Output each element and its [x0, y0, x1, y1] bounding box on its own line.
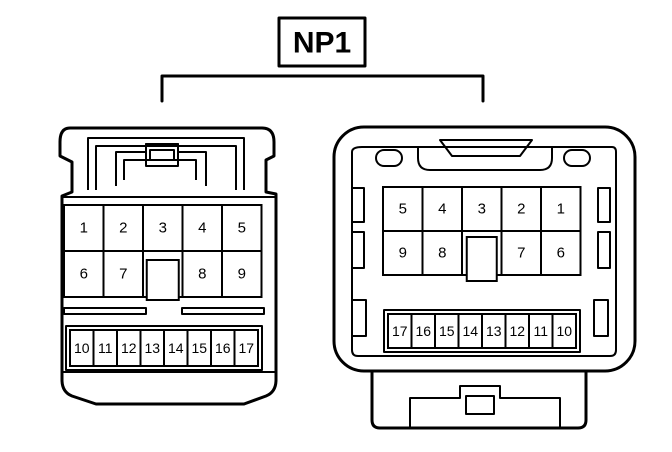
- right-pin-cell: [421, 186, 463, 232]
- left-pin-label: 7: [119, 266, 127, 283]
- right-top-latch-inner: [439, 139, 533, 157]
- left-bottom-pin-label: 11: [98, 340, 113, 356]
- left-pin-label: 8: [198, 266, 206, 283]
- left-pin-cell: [181, 250, 223, 298]
- left-divider-rail-1: [63, 307, 147, 315]
- left-latch-nub: [149, 149, 175, 160]
- right-side-slot-3: [351, 299, 367, 337]
- left-pin-label: 4: [198, 220, 206, 237]
- left-pin-label: 1: [80, 220, 88, 237]
- left-pin-label: 9: [238, 266, 246, 283]
- right-bottom-pin-label: 17: [392, 323, 408, 339]
- right-pin-grid: 5 4 3 2 1 9 8 7 6: [382, 186, 582, 282]
- left-bottom-pin-label: 16: [215, 340, 231, 356]
- right-bottom-pin-cell: [551, 313, 577, 349]
- right-bottom-pin-label: 16: [415, 323, 431, 339]
- left-key-slot: [145, 259, 180, 301]
- right-lower-lock: [370, 369, 588, 430]
- left-pin-grid: 1 2 3 4 5 6 7 8 9: [63, 204, 263, 301]
- left-latch-tab: [145, 143, 179, 167]
- right-lower-lock-inner: [409, 385, 561, 428]
- right-pin-label: 5: [399, 201, 407, 218]
- left-latch-rails: [87, 137, 245, 190]
- left-bottom-pin-label: 10: [74, 340, 90, 356]
- title-label: NP1: [293, 27, 351, 60]
- left-bottom-pin-label: 14: [168, 340, 184, 356]
- right-side-slot-1: [351, 187, 365, 223]
- left-pin-cell: [63, 250, 105, 298]
- right-pin-label: 9: [399, 245, 407, 262]
- left-pin-label: 2: [119, 220, 127, 237]
- right-lower-lock-tab: [465, 395, 495, 415]
- right-side-slot-2: [351, 231, 365, 269]
- right-inner-frame: [351, 146, 617, 357]
- right-pin-cell: [382, 230, 424, 276]
- left-bottom-pin-label: 12: [121, 340, 137, 356]
- right-bottom-pin-label: 14: [462, 323, 478, 339]
- left-bottom-pin-label: 17: [238, 340, 254, 356]
- left-bottom-frame: [65, 325, 263, 371]
- right-bottom-pin-label: 13: [486, 323, 502, 339]
- right-side-slot-5: [597, 231, 611, 269]
- left-pin-cell: [221, 204, 263, 252]
- right-connector-housing: [332, 125, 637, 373]
- right-top-latch: [417, 147, 553, 171]
- left-cavity-top: [62, 196, 276, 198]
- left-divider-rail-2: [181, 307, 265, 315]
- right-bottom-pin-label: 15: [439, 323, 455, 339]
- right-bottom-pin-label: 12: [509, 323, 525, 339]
- left-bottom-row: 10 11 12 13 14 15 16 17: [65, 325, 263, 371]
- right-bottom-row: 17 16 15 14 13 12 11 10: [383, 309, 581, 353]
- left-pin-cell: [102, 250, 144, 298]
- right-pin-cell: [540, 230, 582, 276]
- right-pin-cell: [540, 186, 582, 232]
- left-pin-label: 3: [159, 220, 167, 237]
- right-bottom-frame: [383, 309, 581, 353]
- right-pin-cell: [500, 230, 542, 276]
- right-key-slot: [465, 236, 498, 282]
- right-pin-label: 7: [517, 245, 525, 262]
- right-pin-label: 8: [438, 245, 446, 262]
- right-connector: 5 4 3 2 1 9 8 7 6 17 16 15 14 13 12 11 10: [332, 125, 637, 430]
- right-pin-cell: [500, 186, 542, 232]
- title-box: [277, 16, 367, 68]
- left-connector-housing: [58, 126, 278, 406]
- right-pin-label: 3: [478, 201, 486, 218]
- right-pin-label: 1: [557, 201, 565, 218]
- left-pin-label: 5: [238, 220, 246, 237]
- right-pin-label: 2: [517, 201, 525, 218]
- title-group: NP1: [277, 16, 367, 68]
- right-side-slot-4: [597, 187, 611, 223]
- right-oval-right: [563, 149, 591, 167]
- left-bottom-pin-cell: [233, 329, 259, 367]
- title-bracket: [160, 74, 485, 103]
- right-pin-label: 4: [438, 201, 446, 218]
- left-bottom-pin-label: 13: [144, 340, 160, 356]
- right-bottom-pin-label: 11: [533, 323, 548, 339]
- right-oval-left: [375, 149, 403, 167]
- right-bottom-pin-label: 10: [556, 323, 572, 339]
- right-pin-label: 6: [557, 245, 565, 262]
- left-pin-label: 6: [80, 266, 88, 283]
- left-pin-cell: [142, 204, 184, 252]
- left-pin-cell: [221, 250, 263, 298]
- right-side-slot-6: [593, 299, 609, 337]
- left-bottom-pin-label: 15: [191, 340, 207, 356]
